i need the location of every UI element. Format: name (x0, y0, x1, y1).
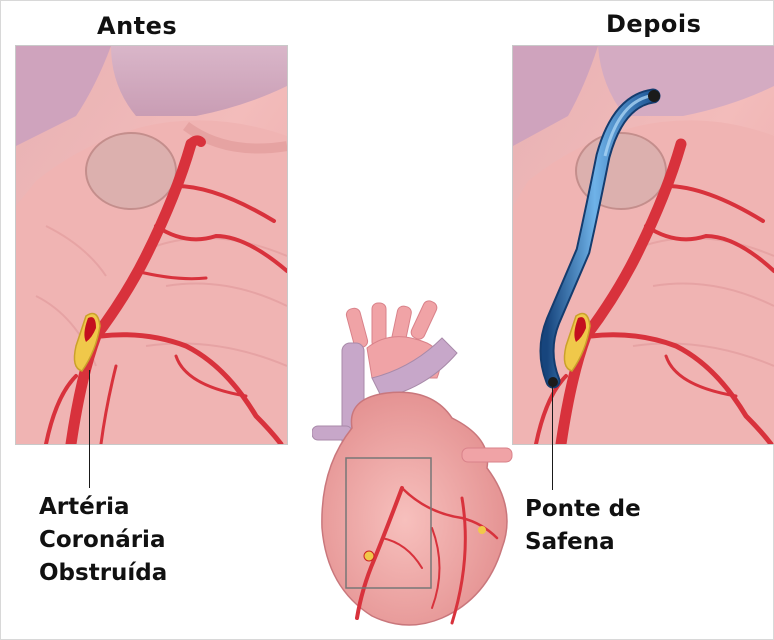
pointer-line-bypass (552, 384, 553, 490)
label-line-1: Artéria (39, 491, 167, 524)
pointer-line-artery (89, 370, 90, 488)
label-line-2: Coronária (39, 524, 167, 557)
label-line-2: Safena (525, 526, 641, 559)
title-after: Depois (606, 10, 701, 38)
bypass-label: Ponte de Safena (525, 493, 641, 559)
obstructed-artery-label: Artéria Coronária Obstruída (39, 491, 167, 590)
label-line-3: Obstruída (39, 557, 167, 590)
label-line-1: Ponte de (525, 493, 641, 526)
before-illustration (15, 45, 288, 445)
heart-illustration (312, 298, 524, 634)
title-before: Antes (97, 12, 177, 40)
